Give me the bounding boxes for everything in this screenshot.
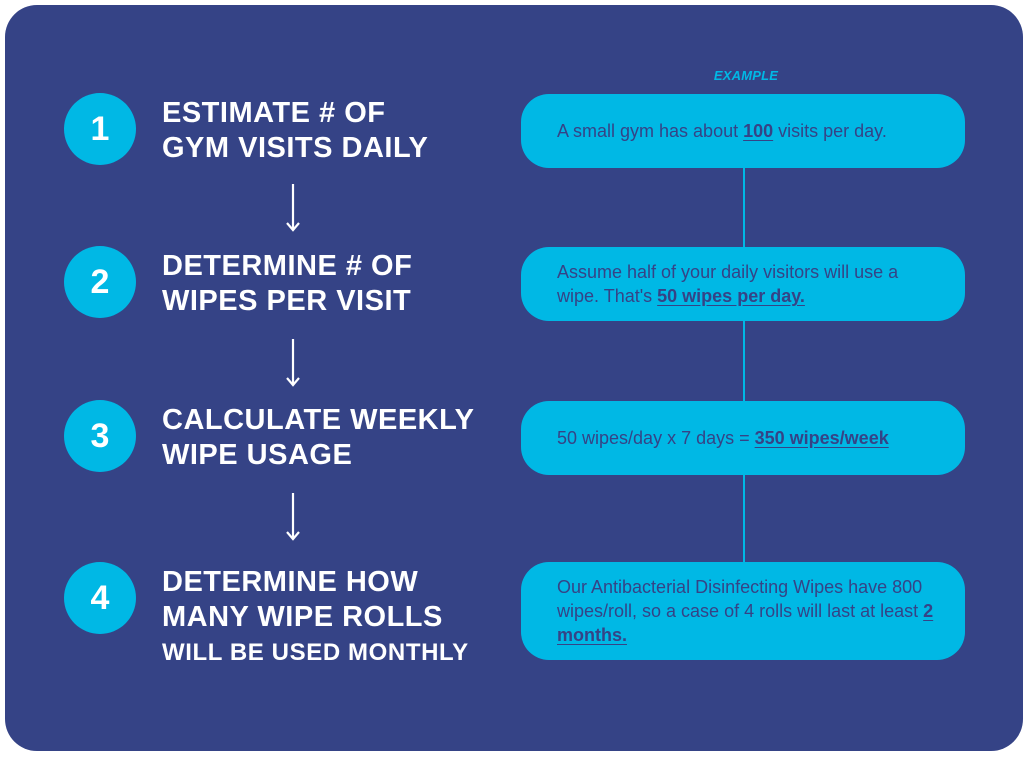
step-3-title-line-2: WIPE USAGE (162, 439, 353, 471)
step-2-example-text: Assume half of your daily visitors will … (557, 262, 899, 306)
step-3-title-line-1: CALCULATE WEEKLY (162, 404, 475, 436)
step-2-title-line-1: DETERMINE # OF (162, 250, 413, 282)
step-4-title: DETERMINE HOW MANY WIPE ROLLS WILL BE US… (162, 565, 469, 670)
step-4-number-badge: 4 (64, 562, 136, 634)
step-3-title: CALCULATE WEEKLY WIPE USAGE (162, 403, 475, 473)
arrow-down-icon (286, 493, 300, 541)
step-3-example-bubble: 50 wipes/day x 7 days = 350 wipes/week (521, 401, 965, 475)
step-3-number-badge: 3 (64, 400, 136, 472)
step-2-number-badge: 2 (64, 246, 136, 318)
step-4-example-bubble: Our Antibacterial Disinfecting Wipes hav… (521, 562, 965, 660)
step-1-example-bubble: A small gym has about 100 visits per day… (521, 94, 965, 168)
step-1-example-text: A small gym has about 100 visits per day… (557, 121, 887, 141)
step-4-title-line-3: WILL BE USED MONTHLY (162, 639, 469, 666)
step-1-number-badge: 1 (64, 93, 136, 165)
step-2-title: DETERMINE # OF WIPES PER VISIT (162, 249, 412, 319)
step-1-title-line-1: ESTIMATE # OF (162, 97, 386, 129)
step-2-highlight: 50 wipes per day. (657, 286, 805, 306)
step-1-title: ESTIMATE # OF GYM VISITS DAILY (162, 96, 428, 166)
arrow-down-icon (286, 339, 300, 387)
step-4-title-line-2: MANY WIPE ROLLS (162, 601, 443, 633)
connector-line (743, 160, 745, 575)
step-2-title-line-2: WIPES PER VISIT (162, 285, 412, 317)
step-3-example-text: 50 wipes/day x 7 days = 350 wipes/week (557, 428, 889, 448)
step-4-title-line-1: DETERMINE HOW (162, 566, 419, 598)
step-3-highlight: 350 wipes/week (754, 428, 889, 448)
step-4-example-text: Our Antibacterial Disinfecting Wipes hav… (557, 577, 934, 645)
step-4-highlight: 2 months. (557, 601, 934, 645)
arrow-down-icon (286, 184, 300, 232)
step-1-title-line-2: GYM VISITS DAILY (162, 132, 429, 164)
step-2-example-bubble: Assume half of your daily visitors will … (521, 247, 965, 321)
step-1-highlight: 100 (743, 121, 774, 141)
example-label: EXAMPLE (713, 68, 779, 83)
